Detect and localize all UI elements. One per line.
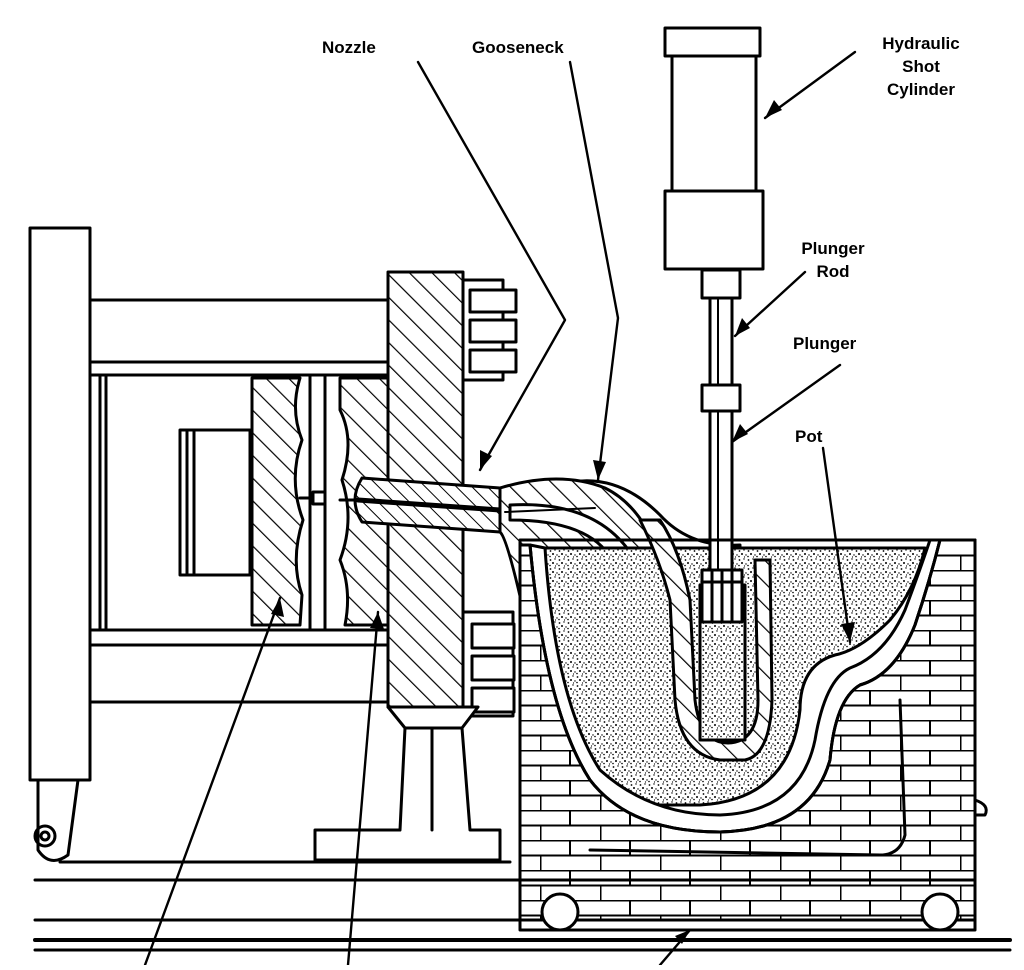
hydraulic-label-line3: Cylinder <box>886 80 956 99</box>
gooseneck-well <box>638 518 774 762</box>
nozzle-label: Nozzle <box>322 38 376 57</box>
plunger-rod-label-line1: Plunger <box>801 239 865 258</box>
arrowheads <box>271 100 855 944</box>
plunger-leader <box>730 363 842 444</box>
rear-platen <box>28 226 92 862</box>
plunger-label: Plunger <box>793 334 857 353</box>
cylinder-leader <box>763 50 857 120</box>
moving-die-half <box>250 376 327 627</box>
moving-die-leader <box>143 596 282 967</box>
hydraulic-label-line2: Shot <box>902 57 940 76</box>
gooseneck-label: Gooseneck <box>472 38 564 57</box>
hydraulic-shot-cylinder <box>663 26 765 277</box>
machine-frame <box>88 298 392 704</box>
plunger-rod-label-line2: Rod <box>816 262 850 281</box>
pot-label: Pot <box>795 427 823 446</box>
furnace-brickwork <box>518 538 988 932</box>
hydraulic-label-line1: Hydraulic <box>882 34 960 53</box>
pot-leader <box>821 446 852 644</box>
ejector-box <box>178 428 252 577</box>
gooseneck-leader <box>568 60 620 482</box>
base-rails <box>33 860 1012 952</box>
plunger <box>700 568 744 624</box>
platen-foot <box>313 705 502 862</box>
nozzle <box>338 476 503 534</box>
plunger-rod-label: Plunger Rod <box>790 237 876 283</box>
hydraulic-shot-cylinder-label: Hydraulic Shot Cylinder <box>866 32 976 101</box>
fixed-die-leader <box>346 610 380 967</box>
nozzle-leader <box>416 60 567 472</box>
plunger-rod <box>700 268 742 572</box>
